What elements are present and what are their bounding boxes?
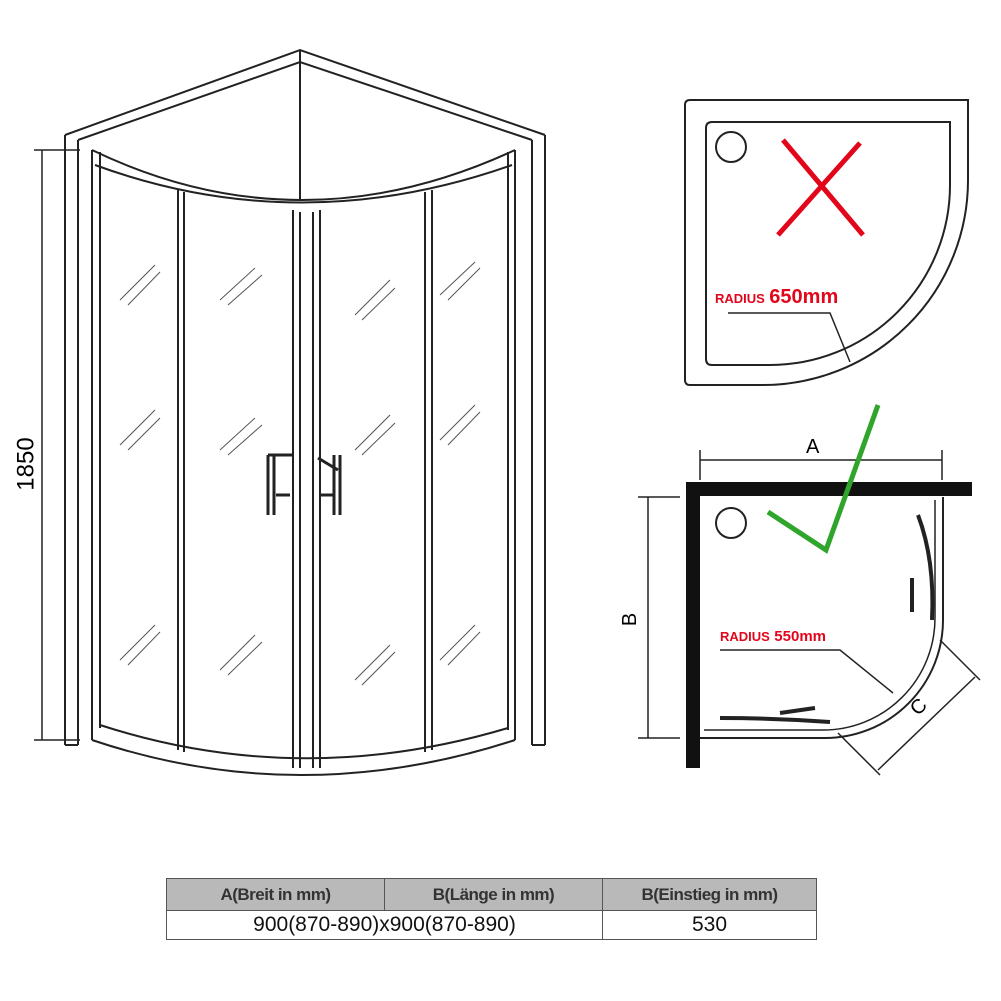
correct-check-icon (766, 404, 881, 554)
entry-value: 530 (602, 910, 817, 940)
wrong-x-icon (776, 138, 865, 237)
radius-550-label: RADIUS 550mm (720, 628, 826, 646)
radius-value: 550mm (774, 628, 826, 645)
shower-enclosure-drawing (34, 48, 546, 776)
header-width: A(Breit in mm) (166, 878, 385, 911)
header-length: B(Länge in mm) (384, 878, 603, 911)
radius-value: 650mm (769, 286, 839, 308)
radius-word: RADIUS (715, 291, 765, 306)
radius-word: RADIUS (720, 629, 770, 644)
wrong-tray-drawing (684, 99, 969, 386)
dim-a-label: A (806, 436, 820, 458)
height-dimension-label: 1850 (12, 437, 40, 491)
header-entry: B(Einstieg in mm) (602, 878, 817, 911)
size-value: 900(870-890)x900(870-890) (166, 910, 603, 940)
radius-650-label: RADIUS 650mm (715, 286, 838, 309)
table-row: 900(870-890)x900(870-890) 530 (166, 910, 817, 940)
dimensions-table: A(Breit in mm) B(Länge in mm) B(Einstieg… (166, 878, 817, 940)
dim-b-label: B (619, 612, 642, 627)
table-header-row: A(Breit in mm) B(Länge in mm) B(Einstieg… (166, 878, 817, 911)
correct-tray-drawing (638, 404, 981, 776)
